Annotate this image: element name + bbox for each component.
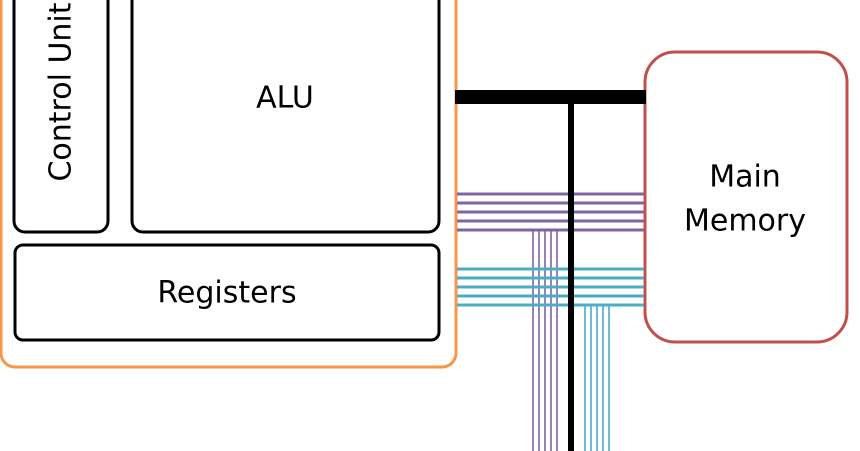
teal-bus-vertical	[584, 305, 610, 451]
alu-label: ALU	[256, 81, 314, 116]
purple-bus-horizontal	[457, 192, 644, 232]
registers-block	[13, 243, 441, 342]
main-memory-label-line2: Memory	[684, 204, 806, 239]
main-memory-label-line1: Main	[709, 160, 781, 195]
cpu-container	[0, 0, 458, 369]
teal-bus-horizontal	[457, 267, 644, 307]
alu-block	[130, 0, 441, 234]
registers-label: Registers	[157, 276, 296, 311]
control-unit-block	[12, 0, 110, 234]
system-bus	[455, 90, 646, 451]
control-unit-label: Control Unit	[44, 2, 79, 181]
main-memory-block	[643, 50, 849, 344]
purple-bus-vertical	[532, 230, 558, 451]
